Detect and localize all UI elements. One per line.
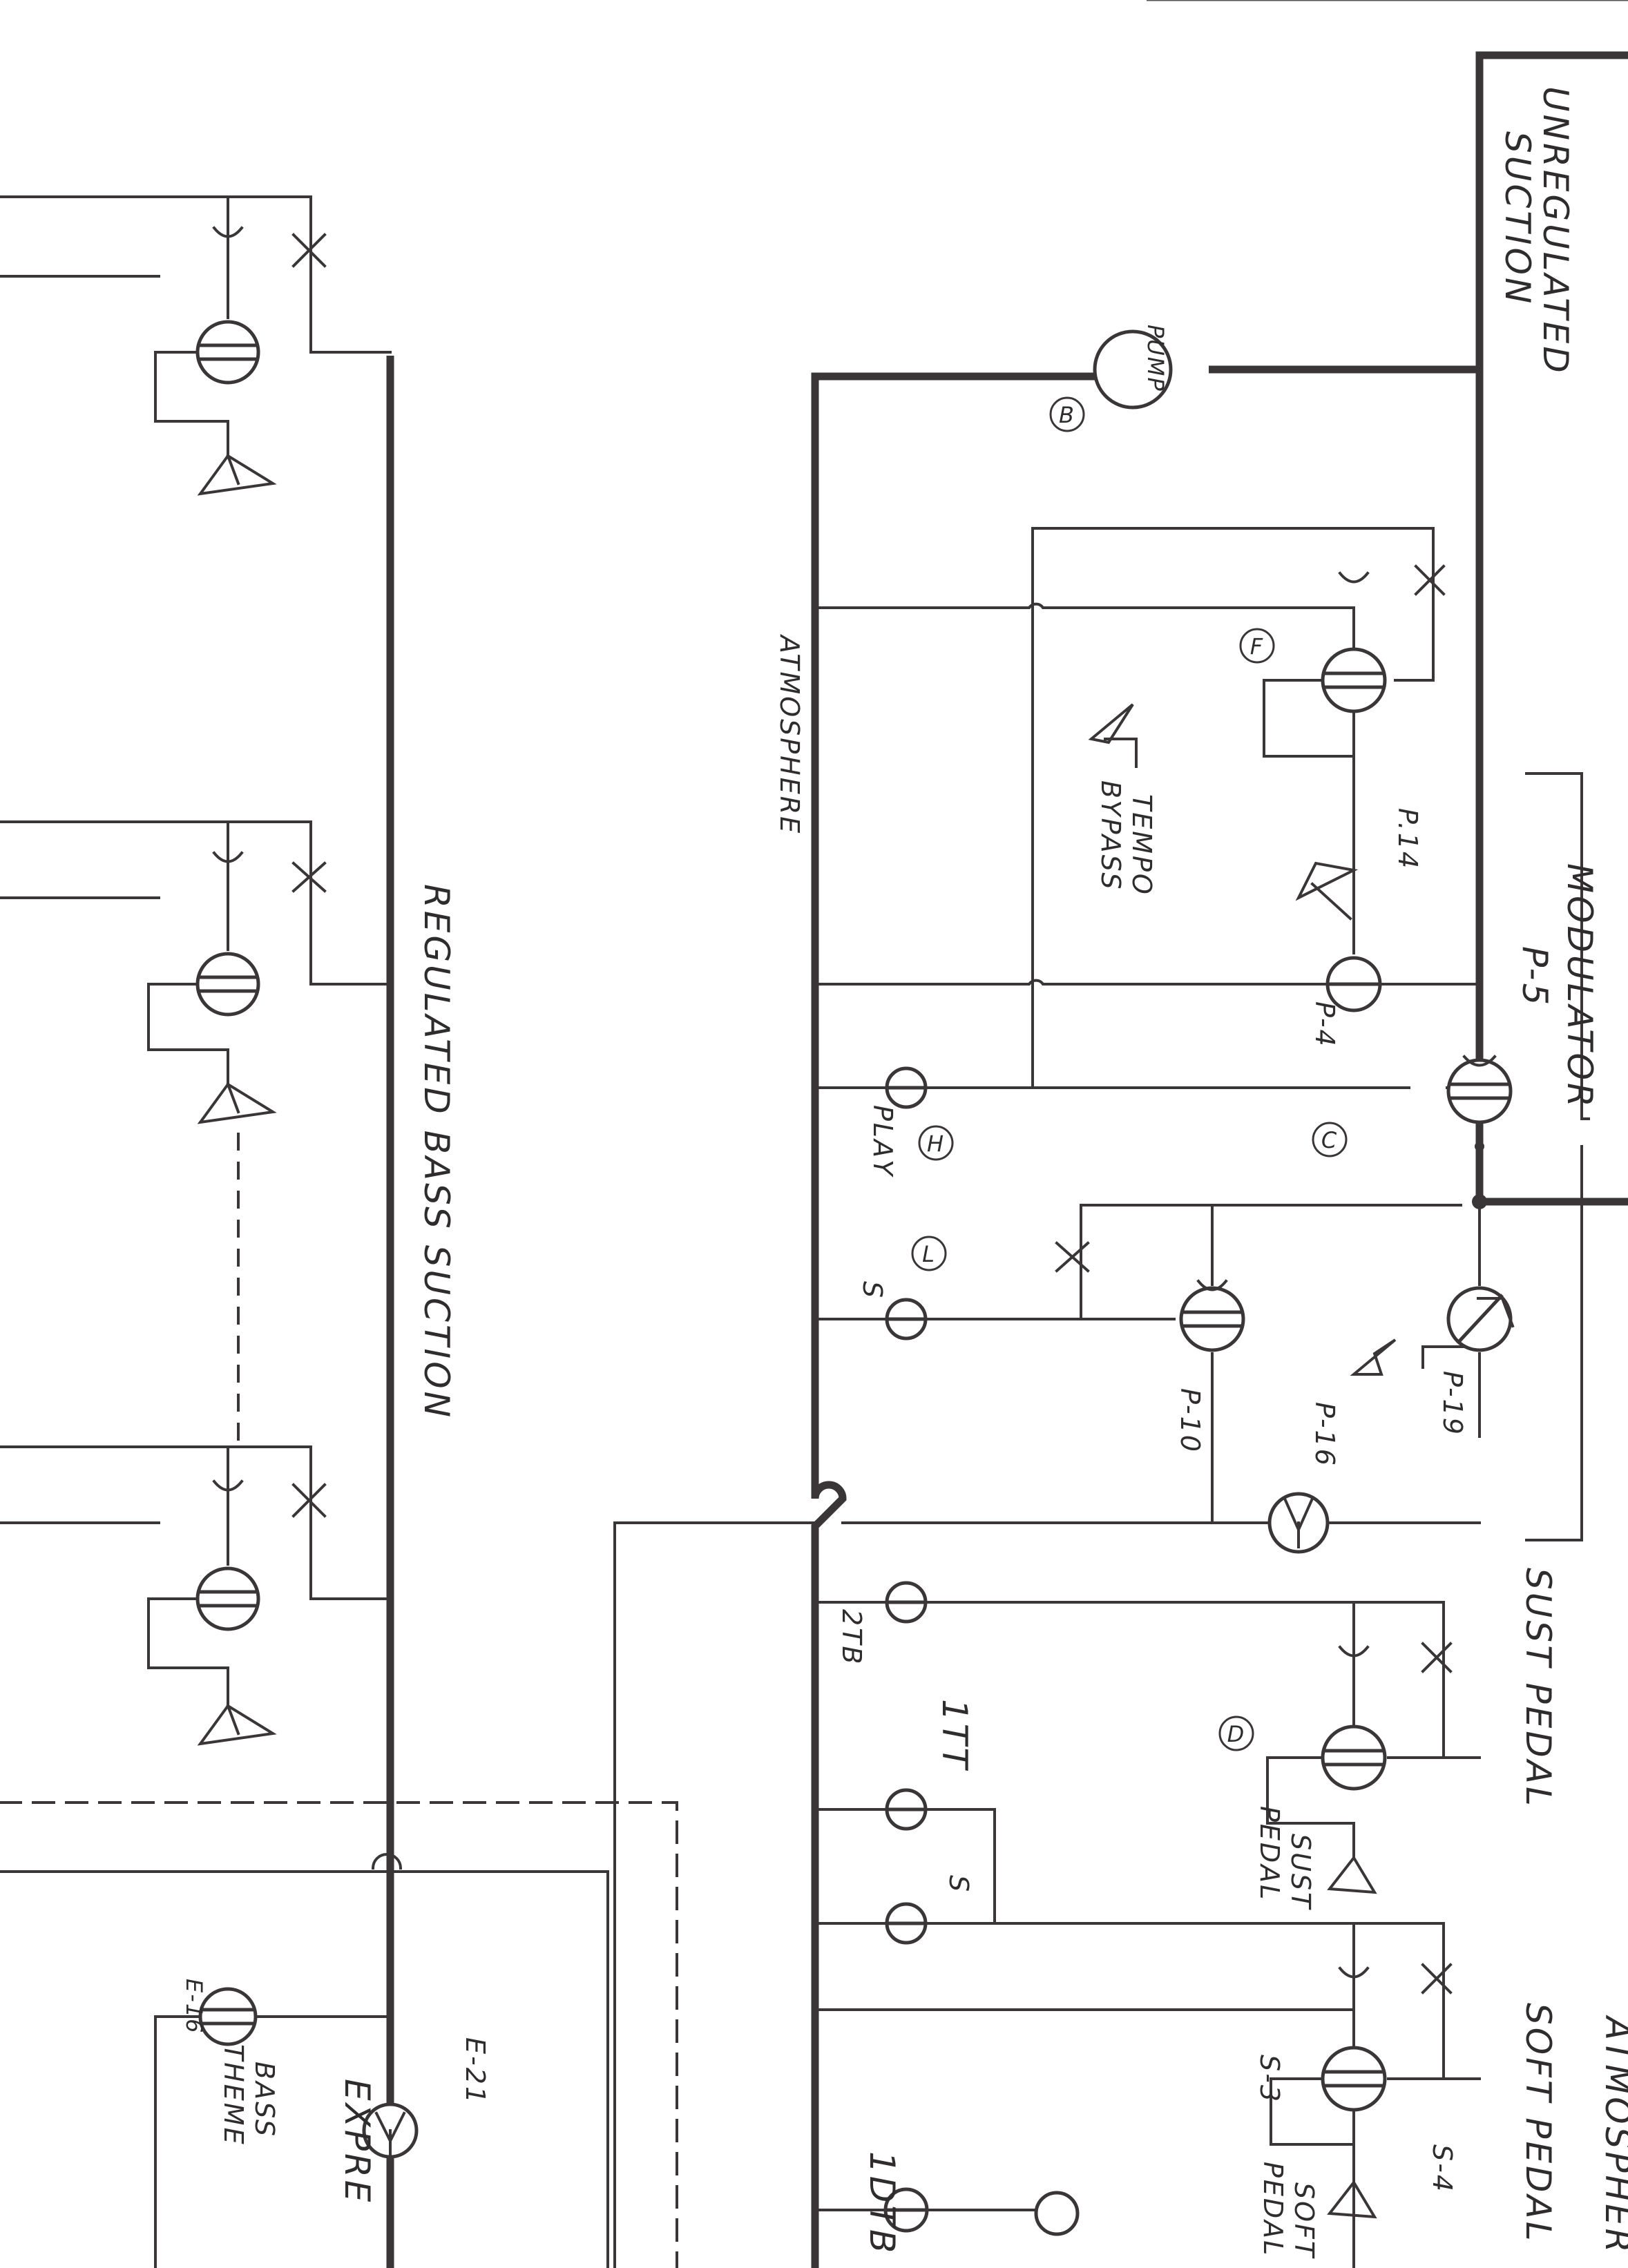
- label-p16: P-16: [1310, 1402, 1340, 1468]
- valve-1dtb: [883, 2187, 929, 2233]
- trunk-lines: [386, 0, 1628, 2268]
- text-labels: UNREGULATED SUCTION REGULATED BASS SUCTI…: [181, 86, 1628, 2259]
- symbols: [212, 226, 1497, 1995]
- label-2tb: 2TB: [836, 1609, 867, 1666]
- valve-s2: [885, 1902, 928, 1945]
- letter-h: H: [927, 1131, 945, 1157]
- valve-bottom: [1034, 2191, 1080, 2236]
- label-theme: THEME: [218, 2044, 249, 2146]
- valve-p16: [1267, 1492, 1330, 1554]
- label-1dtb: 1DTB: [862, 2151, 902, 2256]
- valve-left-3: [195, 1566, 260, 1631]
- label-e16: E-16: [181, 1979, 207, 2034]
- label-sust-pedal-main: SUST PEDAL: [1518, 1568, 1558, 1809]
- label-expre: EXPRE: [337, 2079, 377, 2204]
- label-p5: P-5: [1515, 946, 1555, 1008]
- letter-f: F: [1250, 633, 1264, 660]
- label-modulator: MODULATOR: [1560, 863, 1600, 1110]
- valve-d: [1321, 1724, 1387, 1791]
- letter-b: B: [1059, 402, 1075, 428]
- valve-play: [885, 1066, 928, 1109]
- letter-c: C: [1321, 1127, 1338, 1153]
- valve-1tt: [885, 1788, 928, 1831]
- label-s3: S-3: [1254, 2055, 1285, 2104]
- label-s: S: [857, 1281, 888, 1300]
- letter-l: L: [922, 1241, 936, 1267]
- circle-letters: B F C H L D: [911, 396, 1348, 1751]
- label-regulated-bass: REGULATED BASS SUCTION: [416, 884, 457, 1420]
- label-p19: P-19: [1437, 1371, 1468, 1436]
- valve-left-1: [195, 320, 260, 385]
- label-bypass: BYPASS: [1095, 780, 1126, 892]
- label-p14: P.14: [1392, 808, 1423, 870]
- label-1tt: 1TT: [935, 1699, 975, 1771]
- label-unregulated: UNREGULATED: [1535, 86, 1576, 376]
- valve-s: [885, 1298, 928, 1340]
- label-p10: P-10: [1175, 1388, 1205, 1454]
- thin-wiring: [0, 195, 1590, 2268]
- label-atmosphere-right: ATMOSPHER: [1598, 2015, 1628, 2255]
- label-suction: SUCTION: [1497, 131, 1538, 306]
- valve-e21: [362, 2102, 419, 2159]
- label-pump: PUMP: [1142, 325, 1169, 392]
- valve-p4: [1325, 956, 1382, 1012]
- letter-d: D: [1227, 1721, 1246, 1747]
- pump: [1093, 329, 1173, 410]
- label-play: PLAY: [868, 1105, 898, 1178]
- valve-f: [1321, 647, 1387, 713]
- valve-p10: [1179, 1286, 1245, 1352]
- label-pedal: PEDAL: [1254, 1806, 1285, 1901]
- valve-e16: [198, 1987, 258, 2046]
- label-tempo: TEMPO: [1127, 794, 1157, 896]
- valve-p5: [1446, 1058, 1513, 1124]
- label-sust: SUST: [1285, 1834, 1316, 1910]
- valve-left-2: [195, 952, 260, 1017]
- valve-2tb: [885, 1581, 928, 1624]
- label-soft-pedal-main: SOFT PEDAL: [1518, 2003, 1558, 2244]
- label-atmosphere: ATMOSPHERE: [774, 633, 805, 835]
- label-e21: E-21: [460, 2037, 490, 2105]
- label-pedal2: PEDAL: [1258, 2162, 1288, 2257]
- label-soft: SOFT: [1289, 2182, 1319, 2259]
- label-p4: P-4: [1310, 1001, 1340, 1048]
- valve-p19: [1446, 1286, 1515, 1352]
- label-s2: S: [944, 1875, 974, 1894]
- label-s4: S-4: [1427, 2144, 1457, 2193]
- valves: [195, 320, 1515, 2236]
- valve-s3: [1321, 2046, 1387, 2112]
- bellows-symbols: [197, 454, 1397, 2219]
- label-bass: BASS: [249, 2062, 280, 2138]
